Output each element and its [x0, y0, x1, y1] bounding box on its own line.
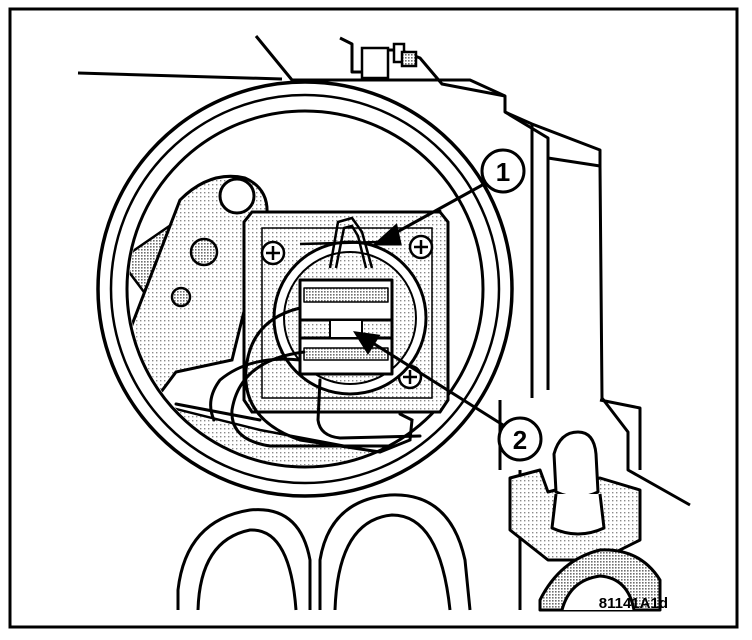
callout-2-label: 2: [513, 425, 527, 455]
callout-1: 1: [480, 148, 526, 194]
housing-boss: [360, 42, 418, 80]
leader-arrows: [353, 181, 504, 427]
wiring-harness: [174, 306, 422, 454]
reflector-area: [129, 174, 442, 465]
adjuster-socket: [508, 430, 662, 612]
figure-id: 81141A1d: [599, 595, 668, 612]
callout-2-leader: [367, 338, 504, 427]
callout-1-arrowhead: [372, 223, 402, 246]
wire-retainer-clip: [299, 216, 381, 269]
callout-2-arrowhead: [353, 331, 381, 355]
callout-1-label: 1: [496, 157, 510, 187]
callout-1-leader: [387, 181, 487, 239]
lamp-housing: [77, 35, 691, 611]
callout-2: 2: [497, 416, 543, 462]
